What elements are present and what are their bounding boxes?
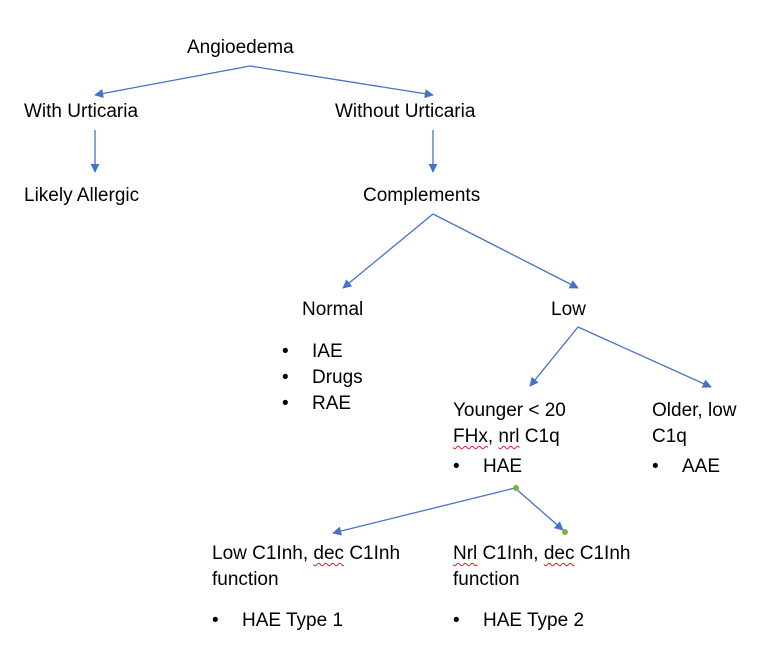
list-item: AAE xyxy=(652,454,720,480)
nrl-c1inh-line1: Nrl C1Inh, dec C1Inh xyxy=(453,541,630,567)
younger-c1q: C1q xyxy=(519,426,560,447)
nrl-c1inh-text-b: C1Inh xyxy=(574,543,631,564)
younger-nrl: nrl xyxy=(498,426,520,447)
edge-low-older xyxy=(577,326,712,388)
younger-line1: Younger < 20 xyxy=(453,400,566,421)
nrl-c1inh-nrl: Nrl xyxy=(453,543,478,564)
node-low-c1inh: Low C1Inh, dec C1Inh function xyxy=(212,541,400,593)
list-younger-dx: HAE xyxy=(453,454,522,480)
edge-angioedema-with-urticaria xyxy=(94,65,251,98)
node-nrl-c1inh: Nrl C1Inh, dec C1Inh function xyxy=(453,541,630,593)
list-item: IAE xyxy=(282,339,363,365)
node-normal: Normal xyxy=(302,299,364,320)
low-c1inh-line2: function xyxy=(212,569,279,590)
younger-fhx: FHx xyxy=(453,426,488,447)
edge-hae-nrl-c1inh xyxy=(514,487,564,531)
low-c1inh-dec: dec xyxy=(313,543,345,564)
nrl-c1inh-line2: function xyxy=(453,569,520,590)
list-type1: HAE Type 1 xyxy=(212,608,343,634)
node-low: Low xyxy=(551,299,586,320)
node-without-urticaria: Without Urticaria xyxy=(335,101,476,122)
low-c1inh-line1: Low C1Inh, dec C1Inh xyxy=(212,541,400,567)
older-line1: Older, low xyxy=(652,400,737,421)
connector-handle[interactable] xyxy=(562,529,568,535)
node-likely-allergic: Likely Allergic xyxy=(24,185,140,206)
younger-line2: FHx, nrl C1q xyxy=(453,424,566,450)
list-item: HAE Type 1 xyxy=(212,608,343,634)
node-complements: Complements xyxy=(363,185,481,206)
node-older: Older, low C1q xyxy=(652,398,736,450)
list-item: HAE Type 2 xyxy=(453,608,584,634)
older-line2: C1q xyxy=(652,426,687,447)
list-item: Drugs xyxy=(282,365,363,391)
edge-low-younger xyxy=(529,326,579,387)
node-with-urticaria: With Urticaria xyxy=(24,101,139,122)
list-normal-causes: IAE Drugs RAE xyxy=(282,339,363,417)
edge-complements-low xyxy=(432,213,579,289)
list-type2: HAE Type 2 xyxy=(453,608,584,634)
list-older-dx: AAE xyxy=(652,454,720,480)
list-item: RAE xyxy=(282,391,363,417)
edge-angioedema-without-urticaria xyxy=(249,65,434,99)
connector-handle[interactable] xyxy=(513,485,519,491)
node-angioedema: Angioedema xyxy=(187,37,294,58)
nrl-c1inh-text-a: C1Inh, xyxy=(477,543,544,564)
nrl-c1inh-dec: dec xyxy=(543,543,575,564)
low-c1inh-text-b: C1Inh xyxy=(344,543,401,564)
node-younger: Younger < 20 FHx, nrl C1q xyxy=(453,398,566,450)
younger-sep: , xyxy=(487,426,499,447)
list-item: HAE xyxy=(453,454,522,480)
edge-hae-low-c1inh xyxy=(332,487,516,536)
edge-complements-normal xyxy=(342,213,434,289)
low-c1inh-text-a: Low C1Inh, xyxy=(212,543,314,564)
